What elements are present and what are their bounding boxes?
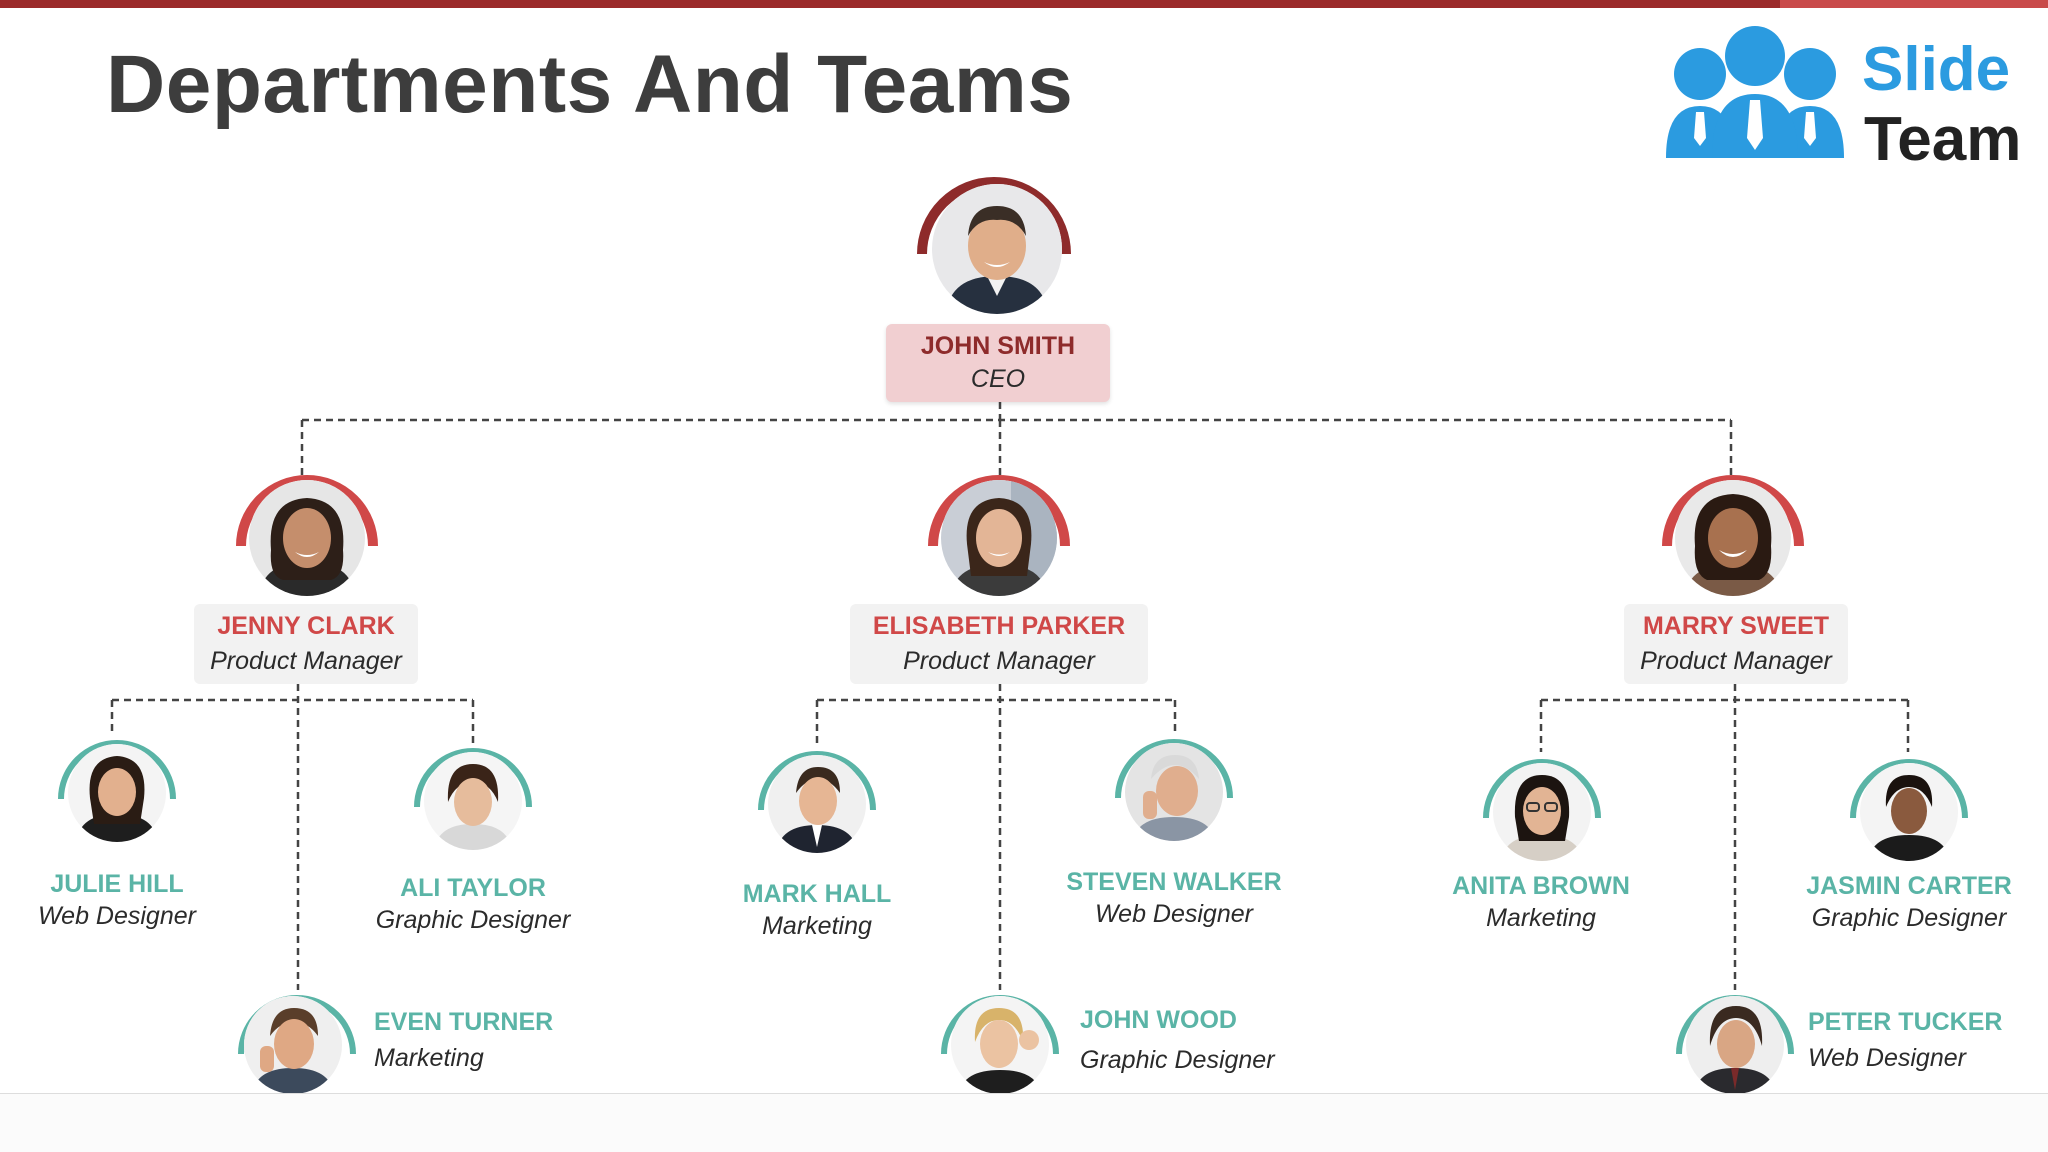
ceo-name: JOHN SMITH (920, 332, 1076, 360)
member-name: JULIE HILL (50, 870, 184, 898)
member-arc (1483, 759, 1601, 819)
member-role: Web Designer (1095, 900, 1253, 928)
member-name: ANITA BROWN (1452, 872, 1630, 900)
ceo-arc (917, 177, 1071, 255)
logo-word-team: Team (1864, 105, 2022, 174)
manager-avatar (249, 480, 365, 596)
member-role: Marketing (1486, 904, 1596, 932)
logo-word-slide: Slide (1862, 35, 2011, 104)
people-icon (1666, 26, 1844, 158)
manager-card: MARRY SWEET Product Manager (1624, 604, 1848, 684)
page-title: Departments And Teams (106, 39, 1074, 130)
member-avatar (244, 996, 342, 1094)
member-avatar (768, 755, 866, 853)
manager-name: ELISABETH PARKER (872, 612, 1126, 640)
manager-name: JENNY CLARK (217, 612, 395, 640)
manager-card: JENNY CLARK Product Manager (194, 604, 418, 684)
member-arc (1850, 759, 1968, 819)
member-name: MARK HALL (742, 880, 892, 908)
top-accent-bar-right (1780, 0, 2048, 8)
footer-band (0, 1093, 2048, 1152)
top-accent-bar (0, 0, 2048, 8)
member-role: Web Designer (1808, 1044, 1966, 1072)
member-avatar (68, 744, 166, 842)
member-role: Graphic Designer (1080, 1046, 1275, 1074)
member-name: JASMIN CARTER (1806, 872, 2012, 900)
member-role: Graphic Designer (375, 906, 571, 934)
ceo-role: CEO (970, 365, 1026, 393)
member-arc (758, 751, 876, 811)
member-avatar (1125, 743, 1223, 841)
manager-card: ELISABETH PARKER Product Manager (850, 604, 1148, 684)
member-arc (1115, 739, 1233, 799)
member-role: Marketing (374, 1044, 484, 1072)
member-avatar (1493, 763, 1591, 861)
member-avatar (1686, 996, 1784, 1094)
manager-role: Product Manager (1640, 647, 1832, 675)
slideteam-logo: Slide Team (1660, 26, 2021, 174)
member-name: STEVEN WALKER (1066, 868, 1282, 896)
member-role: Graphic Designer (1811, 904, 2007, 932)
member-name: PETER TUCKER (1808, 1008, 2003, 1036)
manager-role: Product Manager (210, 647, 402, 675)
member-avatar (424, 752, 522, 850)
manager-avatar (941, 480, 1057, 596)
member-name: ALI TAYLOR (400, 874, 546, 902)
manager-avatar (1675, 480, 1791, 596)
member-name: EVEN TURNER (374, 1008, 554, 1036)
member-arc (414, 748, 532, 808)
member-role: Web Designer (38, 902, 196, 930)
manager-role: Product Manager (903, 647, 1095, 675)
member-role: Marketing (762, 912, 872, 940)
member-arc (58, 740, 176, 800)
ceo-card: JOHN SMITH CEO (886, 324, 1110, 402)
ceo-avatar (932, 184, 1062, 314)
member-avatar (1860, 763, 1958, 861)
member-avatar (951, 996, 1049, 1094)
member-name: JOHN WOOD (1080, 1006, 1237, 1034)
manager-name: MARRY SWEET (1642, 612, 1830, 640)
